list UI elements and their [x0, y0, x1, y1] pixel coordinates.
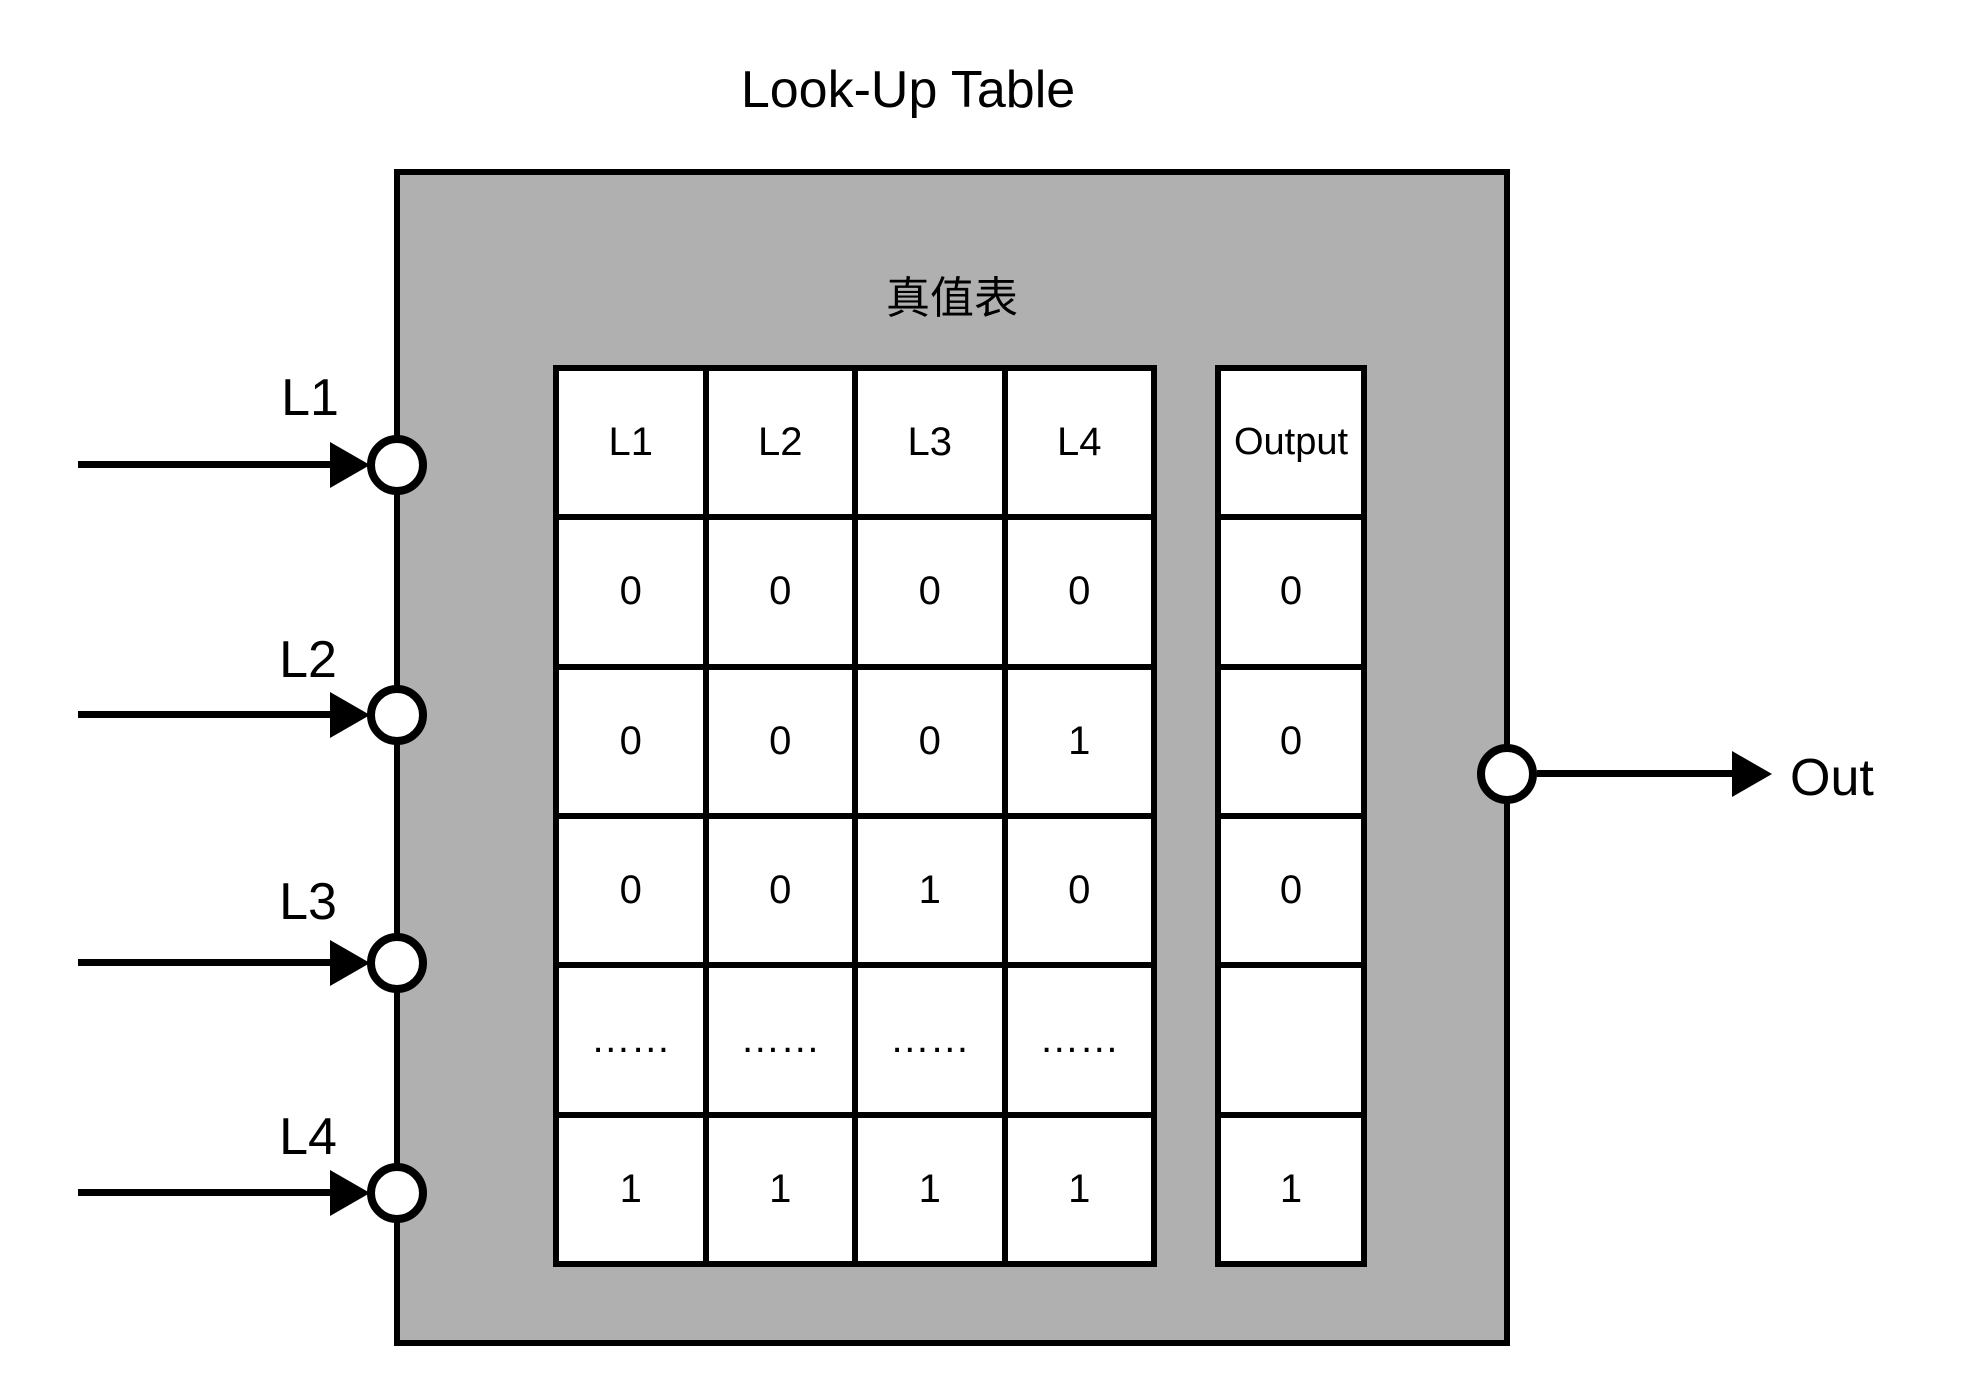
- input-label-l2: L2: [279, 631, 337, 689]
- page-title: Look-Up Table: [740, 61, 1076, 119]
- table-cell: 0: [708, 818, 852, 963]
- table-cell: 0: [559, 520, 703, 664]
- table-cell: 1: [1007, 1117, 1151, 1261]
- output-label: Out: [1790, 749, 1874, 807]
- truth-table: L1 L2 L3 L4 0 0 0 0 0 0 0 1 0 0 1 0 …… ……: [553, 365, 1157, 1267]
- table-cell: 1: [708, 1117, 852, 1261]
- input-arrowhead-icon-l3: [330, 940, 370, 986]
- table-cell: 0: [1007, 818, 1151, 963]
- output-cell: 0: [1221, 520, 1361, 664]
- table-cell: 1: [559, 1117, 703, 1261]
- header-cell-l3: L3: [858, 371, 1002, 515]
- input-label-l4: L4: [279, 1108, 337, 1166]
- table-cell: 0: [708, 520, 852, 664]
- input-label-l1: L1: [281, 369, 339, 427]
- output-cell: 0: [1221, 818, 1361, 963]
- input-arrow-line-l4: [78, 1189, 330, 1196]
- input-connector-circle-l4: [367, 1163, 427, 1223]
- table-cell: 1: [858, 1117, 1002, 1261]
- input-arrowhead-icon-l1: [330, 442, 370, 488]
- input-arrowhead-icon-l4: [330, 1170, 370, 1216]
- input-arrow-line-l3: [78, 959, 330, 966]
- output-column: Output 0 0 0 1: [1215, 365, 1367, 1267]
- input-arrow-line-l1: [78, 461, 330, 468]
- input-connector-circle-l2: [367, 685, 427, 745]
- truth-table-title: 真值表: [886, 274, 1018, 323]
- table-cell: 0: [858, 520, 1002, 664]
- input-connector-circle-l3: [367, 933, 427, 993]
- table-cell: 0: [708, 669, 852, 813]
- output-arrow-line: [1537, 770, 1732, 777]
- output-cell: 1: [1221, 1117, 1361, 1261]
- input-arrow-line-l2: [78, 711, 330, 718]
- input-arrowhead-icon-l2: [330, 692, 370, 738]
- output-arrowhead-icon: [1732, 751, 1772, 797]
- output-cell: 0: [1221, 669, 1361, 813]
- table-cell: 0: [858, 669, 1002, 813]
- header-cell-l1: L1: [559, 371, 703, 515]
- header-cell-l4: L4: [1007, 371, 1151, 515]
- output-cell-empty: [1221, 968, 1361, 1112]
- table-cell-ellipsis: ……: [708, 968, 852, 1112]
- table-cell: 0: [559, 669, 703, 813]
- output-header-cell: Output: [1221, 371, 1361, 515]
- table-cell-ellipsis: ……: [1007, 968, 1151, 1112]
- output-connector-circle: [1477, 744, 1537, 804]
- table-cell-ellipsis: ……: [559, 968, 703, 1112]
- table-cell: 1: [1007, 669, 1151, 813]
- table-cell: 1: [858, 818, 1002, 963]
- table-cell: 0: [559, 818, 703, 963]
- header-cell-l2: L2: [708, 371, 852, 515]
- table-cell: 0: [1007, 520, 1151, 664]
- table-cell-ellipsis: ……: [858, 968, 1002, 1112]
- input-connector-circle-l1: [367, 435, 427, 495]
- input-label-l3: L3: [279, 873, 337, 931]
